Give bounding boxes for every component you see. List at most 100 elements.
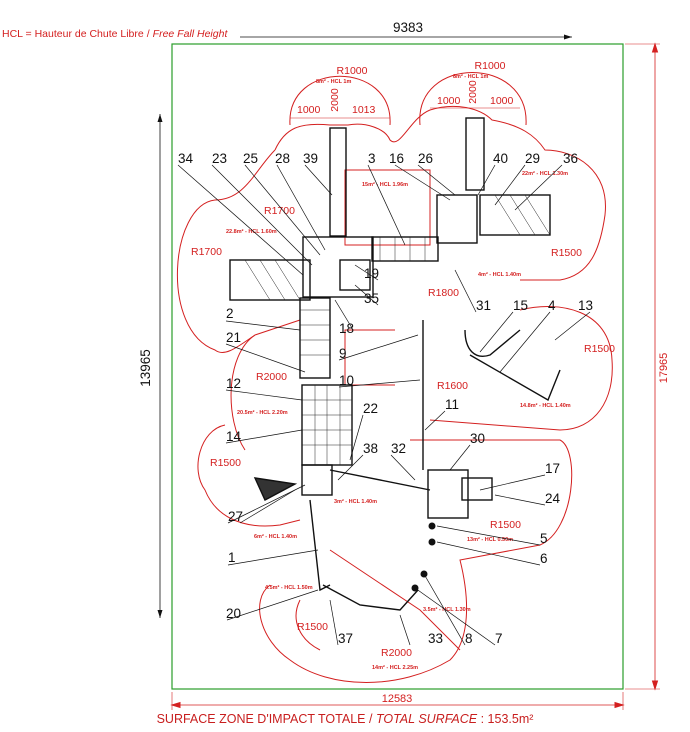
r1500-bottom: R1500: [297, 621, 328, 633]
top-width-label: 9383: [393, 20, 423, 35]
part-33: 33: [428, 631, 443, 646]
radius-labels: R1000 R1000 R1700 R1700 R1500 R1800 R150…: [191, 60, 615, 659]
r2000-left: R2000: [256, 371, 287, 383]
r2000-bottom: R2000: [381, 647, 412, 659]
footer-value: : 153.5m²: [480, 712, 534, 726]
part-36: 36: [563, 151, 578, 166]
bottom-right-seat: [461, 477, 493, 501]
part-24: 24: [545, 491, 561, 506]
slide-right-track: [469, 354, 561, 402]
vertical-net-1: [299, 297, 331, 379]
r1000-left: R1000: [337, 65, 368, 77]
top-bridge: [371, 236, 439, 262]
zone-12: 4.5m² - HCL 1.50m: [265, 584, 313, 591]
bottom-walkway: [322, 584, 419, 611]
zone-annotations: 8m² - HCL 1m 8m² - HCL 1m 15m² - HCL 1.9…: [226, 73, 571, 671]
part-37: 37: [338, 631, 353, 646]
part-12: 12: [226, 376, 241, 391]
part-3: 3: [368, 151, 376, 166]
zone-center: [344, 329, 395, 386]
zone-5: 22.8m² - HCL 1.60m: [226, 228, 277, 235]
part-19: 19: [364, 266, 379, 281]
zone-bottom-left-inner: [295, 599, 321, 651]
top-dimension: 9383: [240, 20, 572, 40]
part-4: 4: [548, 298, 556, 313]
right-tower-ladder: [465, 117, 485, 191]
slide-right: [464, 329, 521, 357]
zone-4: 22m² - HCL 1.30m: [522, 170, 568, 177]
bottom-width-label: 12583: [382, 693, 413, 705]
zone-6: 4m² - HCL 1.40m: [478, 271, 521, 278]
r1800: R1800: [428, 287, 459, 299]
right-dimension: 17965: [625, 42, 670, 691]
left-platform: [302, 236, 374, 298]
part-6: 6: [540, 551, 548, 566]
part-38: 38: [363, 441, 378, 456]
footer-separator: /: [368, 712, 373, 726]
tower-dimensions: 1000 1013 2000 1000 1000 2000: [290, 80, 520, 119]
r1700-top: R1700: [264, 205, 295, 217]
part-31: 31: [476, 298, 491, 313]
footer-en: TOTAL SURFACE: [375, 712, 478, 726]
right-w1: 1000: [437, 95, 461, 107]
r1500-mid: R1500: [490, 519, 521, 531]
equipment: [229, 117, 561, 611]
r1500-far-right: R1500: [584, 343, 615, 355]
part-2: 2: [226, 306, 234, 321]
part-10: 10: [339, 373, 354, 388]
zone-9: 3m² - HCL 1.40m: [334, 498, 377, 505]
part-1: 1: [228, 550, 236, 565]
site-boundary: [171, 43, 624, 690]
zone-top-bridge: [344, 169, 431, 246]
r1600: R1600: [437, 380, 468, 392]
legend-english: Free Fall Height: [152, 28, 228, 40]
slide-left: [309, 499, 331, 592]
impact-zones: [177, 72, 613, 683]
left-cargo-net: [229, 259, 311, 301]
part-labels: 34 23 25 28 39 3 16 26 40 29 36 19 35 18…: [178, 151, 593, 646]
right-w2: 1000: [490, 95, 514, 107]
part-25: 25: [243, 151, 258, 166]
part-32: 32: [391, 441, 406, 456]
zone-mid-left: [230, 334, 256, 451]
left-h: 2000: [329, 88, 341, 112]
legend-separator: /: [146, 28, 150, 40]
legend: HCL = Hauteur de Chute Libre/Free Fall H…: [2, 28, 227, 40]
part-39: 39: [303, 151, 318, 166]
total-surface-caption: SURFACE ZONE D'IMPACT TOTALE / TOTAL SUR…: [0, 712, 690, 726]
zone-top-left-arc: [289, 75, 391, 126]
part-7: 7: [495, 631, 503, 646]
part-23: 23: [212, 151, 227, 166]
zone-1: 8m² - HCL 1m: [316, 78, 351, 85]
part-13: 13: [578, 298, 593, 313]
zone-left-outline: [177, 149, 301, 353]
part-40: 40: [493, 151, 508, 166]
posts: [411, 522, 436, 592]
zone-13: 3.5m² - HCL 1.30m: [423, 606, 471, 613]
part-21: 21: [226, 330, 241, 345]
part-29: 29: [525, 151, 540, 166]
part-28: 28: [275, 151, 290, 166]
leader-lines: [177, 164, 591, 646]
part-11: 11: [445, 397, 459, 412]
legend-prefix: HCL = Hauteur de Chute Libre: [2, 28, 144, 40]
part-30: 30: [470, 431, 485, 446]
zone-7: 20.5m² - HCL 2.20m: [237, 409, 288, 416]
r1500-left: R1500: [210, 457, 241, 469]
zone-top-right-arc: [419, 72, 527, 126]
zone-8: 14.8m² - HCL 1.40m: [520, 402, 571, 409]
right-platform: [436, 194, 478, 244]
zone-right-outline: [429, 306, 613, 431]
footer-fr: SURFACE ZONE D'IMPACT TOTALE: [156, 712, 366, 726]
part-20: 20: [226, 606, 241, 621]
left-w2: 1013: [352, 104, 376, 116]
part-5: 5: [540, 531, 548, 546]
zone-top-outline: [274, 105, 606, 281]
zone-bottom-left: [197, 424, 301, 527]
cross-rope: [329, 469, 431, 491]
left-tower-ladder: [329, 127, 347, 237]
zone-2: 8m² - HCL 1m: [453, 73, 488, 80]
zone-bottom-outline: [259, 439, 573, 683]
part-9: 9: [339, 346, 347, 361]
